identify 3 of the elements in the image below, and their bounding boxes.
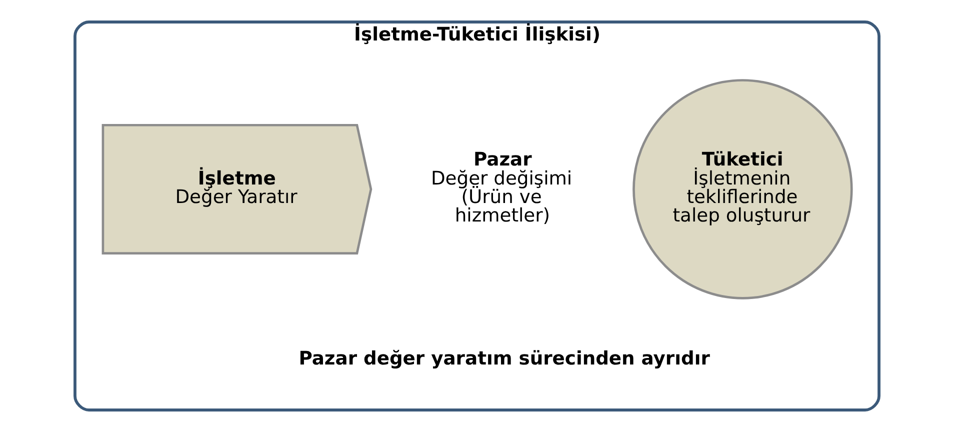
label: Değer değişimi (Ürün ve hizmetler) bbox=[430, 168, 572, 227]
node-circle: Tüketici İşletmenin tekliflerinde talep oluşturur bbox=[632, 79, 853, 300]
label: Pazar bbox=[474, 150, 532, 171]
